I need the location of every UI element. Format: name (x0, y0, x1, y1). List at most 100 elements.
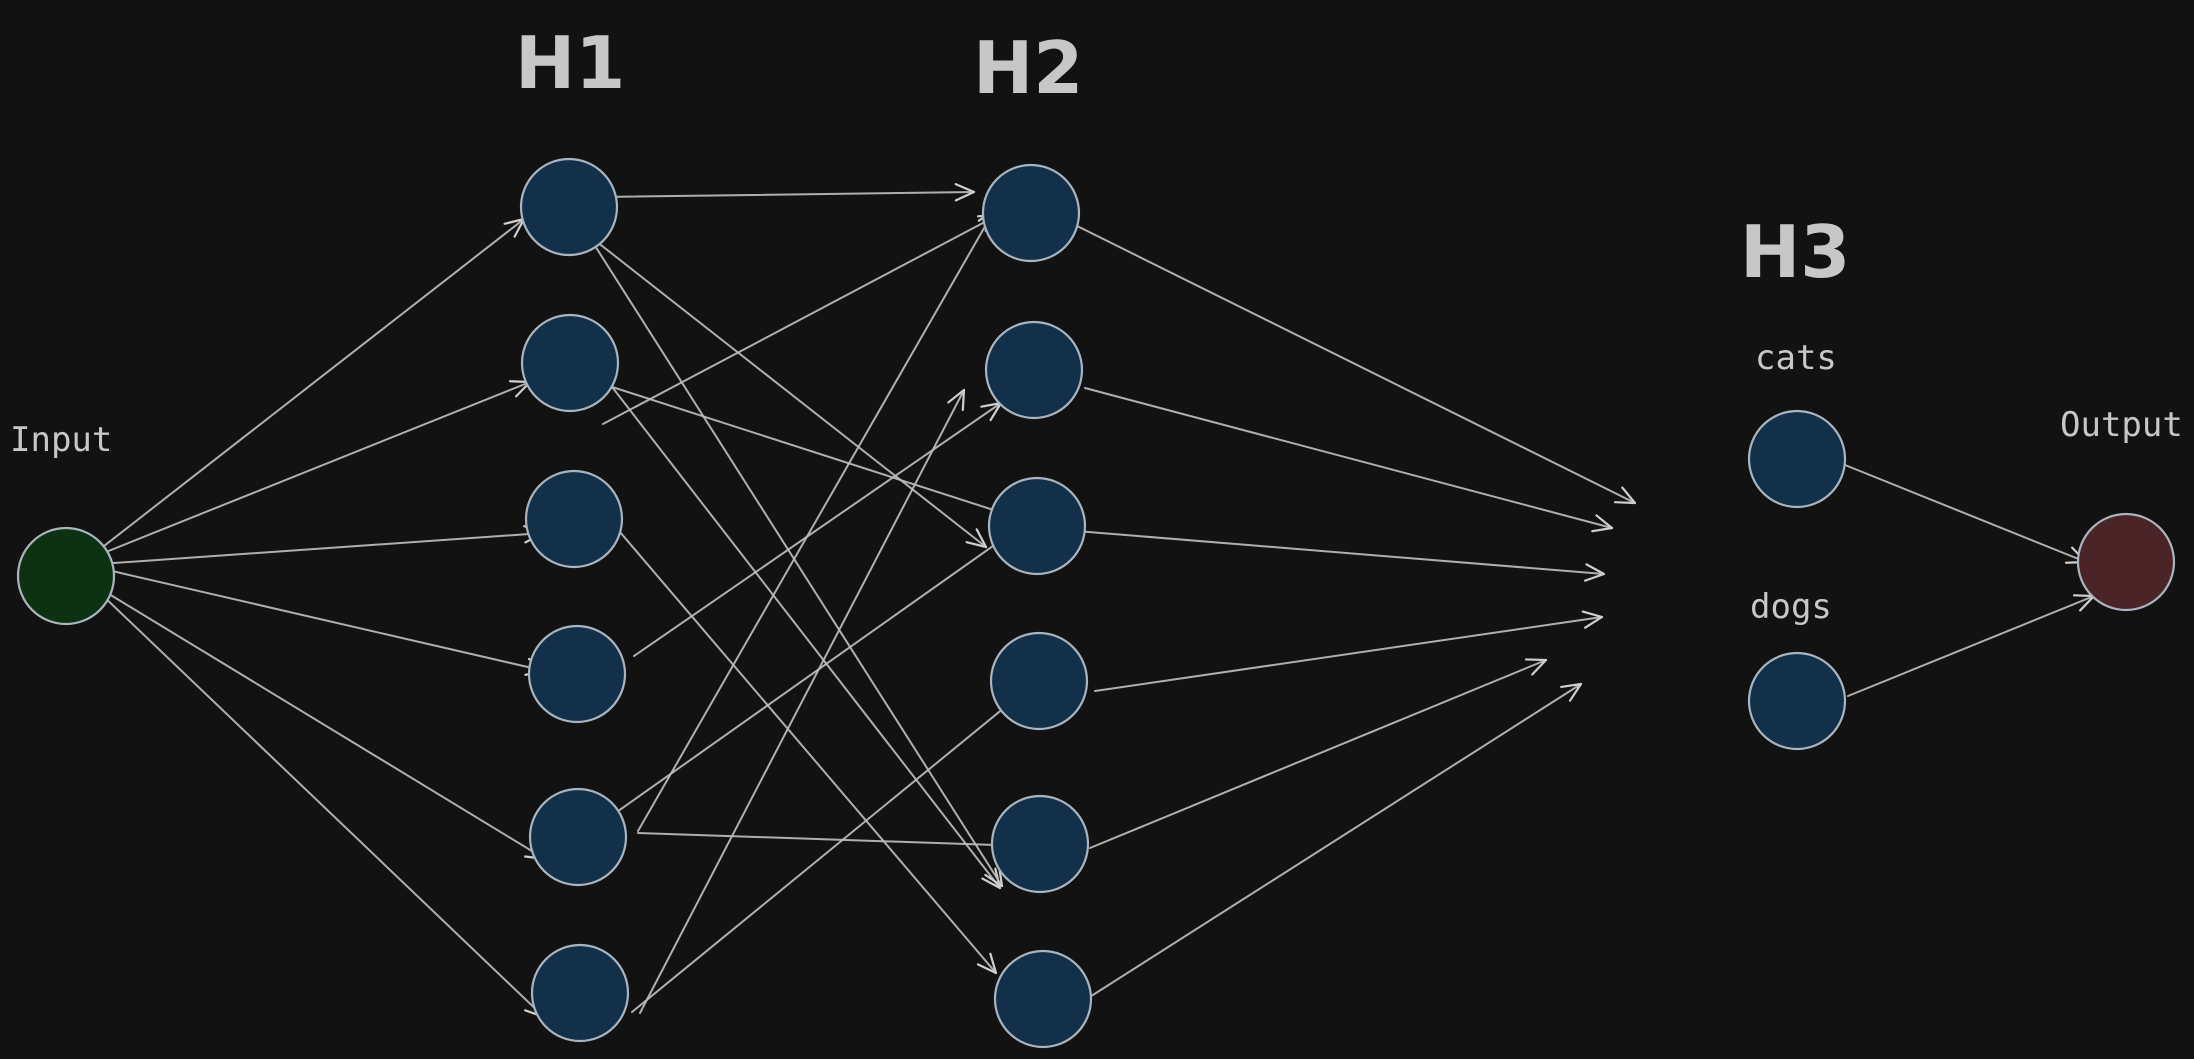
connection-arrow (637, 207, 997, 832)
connection-arrow (1084, 387, 1614, 533)
h1-node-1 (519, 157, 619, 257)
connection-line (1844, 464, 2087, 563)
h2-node-3 (987, 476, 1087, 576)
cats-label: cats (1755, 338, 1837, 378)
h1-node-5 (528, 787, 628, 887)
connection-line (637, 208, 996, 832)
arrowhead-stroke (989, 401, 1003, 422)
arrowhead-stroke (947, 388, 966, 404)
arrowhead-stroke (954, 182, 976, 194)
connection-arrow (1094, 610, 1604, 692)
connection-arrow (99, 592, 546, 1019)
connection-arrow (639, 388, 966, 1014)
arrowhead-stroke (1524, 658, 1548, 662)
connection-arrow (607, 517, 998, 975)
connection-arrow (85, 564, 547, 676)
connection-line (1847, 595, 2095, 697)
dogs-label: dogs (1750, 587, 1832, 627)
connection-arrow (633, 401, 1003, 657)
arrowhead-stroke (1585, 563, 1606, 576)
connection-line (631, 671, 1049, 1013)
arrowhead-stroke (1584, 572, 1606, 582)
connection-line (1056, 215, 1636, 504)
h3-node-cats (1747, 409, 1847, 509)
arrowhead-stroke (1581, 610, 1604, 619)
connection-arrow (601, 373, 1002, 890)
connection-arrow (637, 832, 1028, 855)
arrowhead-stroke (1531, 658, 1548, 676)
connection-line (1063, 529, 1605, 575)
connection-line (591, 237, 987, 548)
layer-title-h1: H1 (515, 21, 625, 105)
connection-arrow (1847, 594, 2096, 697)
arrowhead-stroke (1568, 682, 1583, 702)
connection-arrow (1089, 658, 1548, 849)
arrowhead-stroke (961, 388, 966, 412)
arrowhead-stroke (981, 877, 1002, 890)
arrowhead-stroke (984, 873, 1004, 888)
arrowhead-stroke (980, 401, 1003, 408)
h2-node-5 (990, 794, 1090, 894)
h1-node-4 (527, 624, 627, 724)
output-label: Output (2060, 405, 2183, 445)
h2-node-1 (981, 163, 1081, 263)
arrowhead-stroke (976, 963, 998, 975)
connection-arrow (85, 579, 547, 861)
input-label: Input (10, 420, 112, 460)
arrowhead-stroke (1584, 615, 1604, 629)
connection-line (99, 592, 545, 1018)
connection-line (1084, 683, 1582, 1001)
h1-node-6 (530, 943, 630, 1043)
arrowhead-stroke (1595, 514, 1614, 530)
connection-arrow (1084, 682, 1583, 1001)
arrowhead-stroke (503, 217, 526, 225)
connections (85, 182, 2096, 1019)
connection-arrow (602, 213, 1000, 425)
connection-arrow (85, 217, 526, 561)
h2-node-2 (984, 320, 1084, 420)
nodes (16, 157, 2176, 1049)
layer-title-h2: H2 (973, 26, 1083, 110)
connection-line (85, 381, 531, 561)
connection-arrow (1844, 464, 2088, 564)
output-node (2076, 512, 2176, 612)
connection-line (633, 402, 1002, 657)
connection-arrow (591, 237, 988, 549)
arrowhead-stroke (2079, 594, 2096, 612)
connection-line (85, 564, 546, 672)
input-node (16, 526, 116, 626)
connection-line (589, 237, 1003, 887)
connection-arrow (1063, 529, 1606, 582)
connection-line (602, 214, 999, 425)
arrowhead-stroke (1560, 682, 1583, 689)
arrowhead-stroke (1621, 486, 1637, 505)
connection-line (1089, 659, 1547, 849)
connection-arrow (601, 182, 976, 202)
connection-line (601, 373, 1001, 889)
connection-arrow (589, 237, 1004, 888)
connection-line (607, 517, 997, 974)
connection-line (605, 384, 1038, 525)
arrowhead-stroke (989, 952, 998, 975)
connection-line (1094, 616, 1603, 692)
arrowhead-stroke (1591, 526, 1614, 533)
connection-arrow (85, 380, 532, 561)
connection-line (85, 218, 525, 561)
connection-line (601, 191, 975, 198)
h3-node-dogs (1747, 651, 1847, 751)
arrowhead-stroke (1613, 501, 1637, 505)
h1-node-3 (524, 469, 624, 569)
connection-line (85, 579, 546, 860)
arrowhead-stroke (975, 528, 988, 549)
h1-node-2 (520, 313, 620, 413)
connection-line (637, 832, 1027, 847)
connection-line (1084, 387, 1613, 529)
arrowhead-stroke (965, 541, 988, 549)
layer-title-h3: H3 (1740, 210, 1850, 294)
h2-node-4 (989, 631, 1089, 731)
h2-node-6 (993, 949, 1093, 1049)
connection-line (639, 389, 965, 1014)
connection-line (613, 516, 1035, 815)
